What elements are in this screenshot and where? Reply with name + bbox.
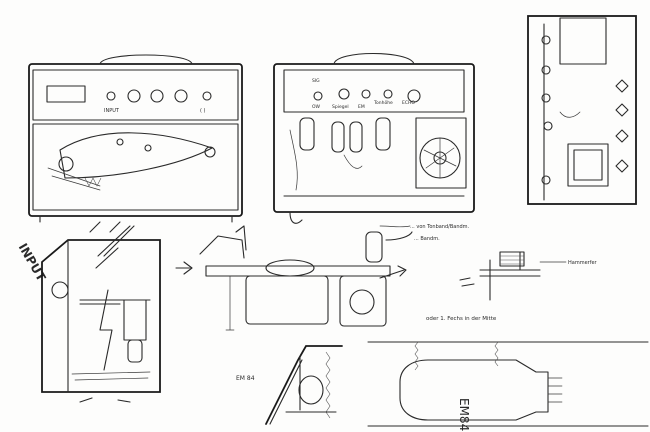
input-label: INPUT	[104, 108, 120, 114]
svg-text:EM 84: EM 84	[236, 375, 255, 382]
svg-text:SIG: SIG	[312, 78, 320, 84]
svg-text:OW: OW	[312, 104, 321, 110]
bracket-detail: Hammerfer	[459, 251, 598, 301]
svg-text:Spiegel: Spiegel	[332, 104, 349, 110]
em84-bracket: EM 84	[236, 345, 343, 425]
svg-text:oder 1. Fechs in der Mitte: oder 1. Fechs in der Mitte	[426, 316, 497, 322]
arrow-right-icon	[175, 261, 193, 275]
display-window	[46, 85, 86, 103]
svg-text:EM84: EM84	[457, 398, 471, 431]
side-panel-view	[527, 15, 637, 205]
svg-text:EM: EM	[358, 104, 365, 110]
svg-text:Tonhöhe: Tonhöhe	[373, 100, 393, 106]
arrow-left-icon	[379, 265, 407, 279]
em84-tube-drawing: EM84	[367, 341, 649, 431]
input-side-label: INPUT	[16, 241, 49, 284]
amp-front-view: INPUT ( )	[28, 54, 243, 223]
cabinet-cutaway	[41, 221, 161, 403]
svg-text:Hammerfer: Hammerfer	[568, 260, 598, 266]
svg-text:... von Tonband/Bandm.: ... von Tonband/Bandm.	[410, 224, 470, 230]
svg-text:( ): ( )	[200, 108, 206, 114]
svg-text:ECHO: ECHO	[402, 100, 415, 106]
svg-text:... Bandm.: ... Bandm.	[414, 236, 440, 242]
amp-open-view: SIG OW Spiegel EM Tonhöhe ECHO	[273, 53, 475, 224]
chassis-assembly	[199, 225, 413, 331]
